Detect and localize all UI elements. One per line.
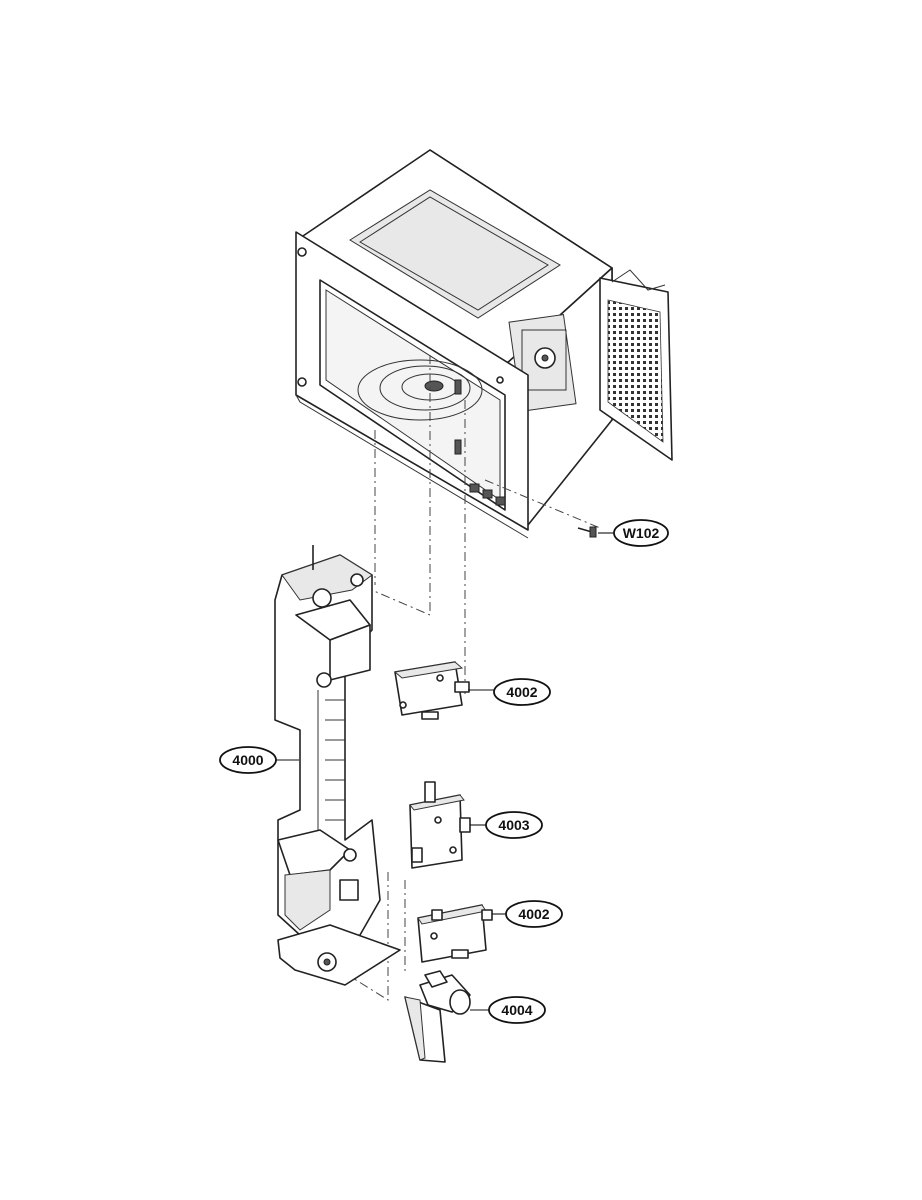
callout-label-4002-lower: 4002 xyxy=(518,906,549,922)
switch-4002-lower xyxy=(417,904,493,963)
callout-w102: W102 xyxy=(598,519,669,547)
oven-cavity-assembly xyxy=(295,149,673,539)
callout-4002-upper: 4002 xyxy=(468,678,551,706)
callout-label-4000: 4000 xyxy=(232,752,263,768)
lever-4004 xyxy=(404,970,471,1063)
callout-4003: 4003 xyxy=(470,811,543,839)
callout-label-4003: 4003 xyxy=(498,817,529,833)
switch-4002-upper xyxy=(393,661,470,720)
callout-4002-lower: 4002 xyxy=(492,900,563,928)
switch-4003 xyxy=(409,781,471,869)
callout-label-4004: 4004 xyxy=(501,1002,532,1018)
callout-4004: 4004 xyxy=(470,996,546,1024)
latch-board-4000 xyxy=(274,545,401,986)
assembly-guide-lines xyxy=(339,355,601,1001)
callout-label-4002-upper: 4002 xyxy=(506,684,537,700)
callout-4000: 4000 xyxy=(219,746,299,774)
callout-label-w102: W102 xyxy=(623,525,660,541)
screw-w102 xyxy=(577,526,597,538)
